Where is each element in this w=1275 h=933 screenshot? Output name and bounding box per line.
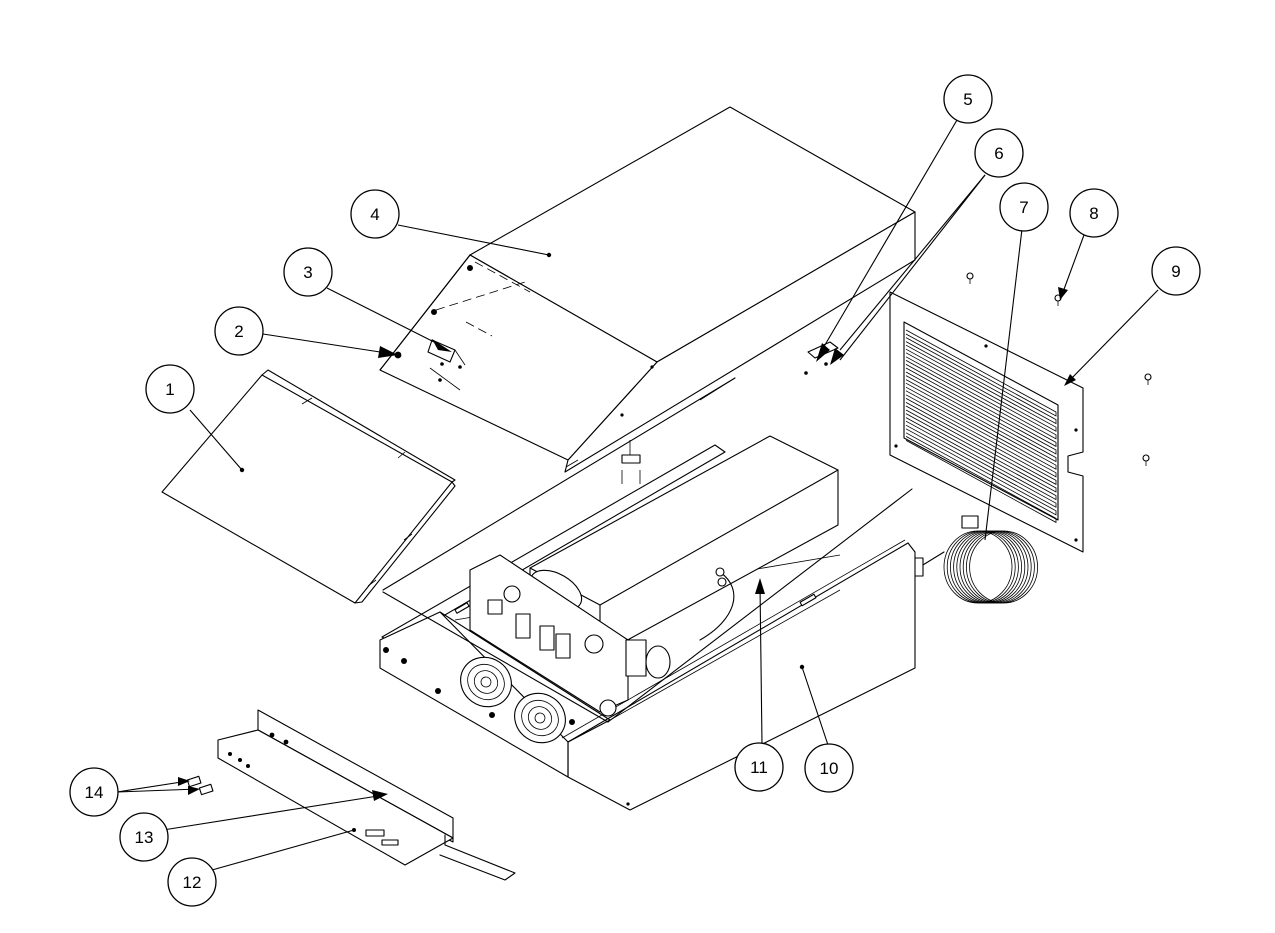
coil-loop: [969, 530, 1038, 604]
grille-slat: [905, 420, 1057, 508]
grille-slat: [905, 352, 1057, 440]
part-coiled-tube: [912, 515, 1038, 604]
callout-14: 14: [69, 767, 119, 817]
grille-slat: [905, 398, 1057, 486]
callout-label: 9: [1171, 262, 1180, 281]
grille-slat: [905, 436, 1057, 524]
callout-1: 1: [145, 364, 195, 414]
callout-label: 2: [234, 322, 243, 341]
callout-bubbles: 1 2 3 4 5 6 7 8 9 10 11 12 13 14: [69, 74, 1201, 907]
part-front-bracket: [186, 709, 516, 881]
callout-label: 7: [1019, 198, 1028, 217]
grille-slat: [905, 337, 1057, 425]
callout-label: 10: [820, 759, 839, 778]
callout-label: 4: [370, 205, 379, 224]
coil-loop: [943, 530, 1013, 604]
loose-screw: [1144, 373, 1152, 385]
callout-8: 8: [1069, 188, 1119, 238]
part-top-cover: [379, 106, 916, 484]
callout-label: 3: [303, 263, 312, 282]
coil-loop: [959, 530, 1029, 604]
fan-guard-right: [514, 692, 566, 744]
callout-label: 12: [183, 873, 202, 892]
callout-5: 5: [943, 74, 993, 124]
leader-lines: [116, 119, 1159, 871]
coil-loop: [953, 530, 1022, 604]
internal-components: [469, 435, 839, 717]
grille-slat: [905, 405, 1057, 493]
grille-slat: [905, 382, 1057, 470]
callout-label: 1: [165, 380, 174, 399]
coil-loop: [950, 530, 1019, 604]
fan-guard-left: [460, 656, 512, 708]
coil-loop: [956, 530, 1026, 604]
callout-2: 2: [214, 306, 264, 356]
loose-screw: [1142, 454, 1150, 466]
callout-13: 13: [119, 812, 169, 862]
callout-7: 7: [999, 182, 1049, 232]
callout-11: 11: [734, 742, 784, 792]
callout-3: 3: [283, 247, 333, 297]
coil-clamp: [961, 515, 979, 529]
grille-slat: [905, 360, 1057, 448]
coil-loop: [966, 530, 1035, 604]
coil-loop: [962, 530, 1032, 604]
part-front-panel: [161, 369, 456, 604]
callout-4: 4: [350, 189, 400, 239]
grille-slat: [905, 413, 1057, 501]
grille-slat: [905, 428, 1057, 516]
part-rear-grille-panel: [889, 272, 1152, 553]
grille-slat: [905, 367, 1057, 455]
grille-slat: [905, 390, 1057, 478]
grille-slat: [905, 329, 1057, 417]
grille-slat: [905, 375, 1057, 463]
grille-slat: [905, 344, 1057, 432]
coil-loop: [946, 530, 1016, 604]
callout-label: 11: [750, 758, 768, 777]
callout-label: 14: [85, 783, 104, 802]
callout-12: 12: [167, 857, 217, 907]
callout-label: 13: [135, 828, 154, 847]
callout-label: 8: [1089, 204, 1098, 223]
callout-6: 6: [974, 128, 1024, 178]
callout-label: 5: [963, 90, 972, 109]
callout-label: 6: [994, 144, 1003, 163]
callout-10: 10: [804, 743, 854, 793]
loose-screw: [966, 272, 974, 284]
callout-9: 9: [1151, 246, 1201, 296]
bracket-screw: [186, 775, 214, 796]
